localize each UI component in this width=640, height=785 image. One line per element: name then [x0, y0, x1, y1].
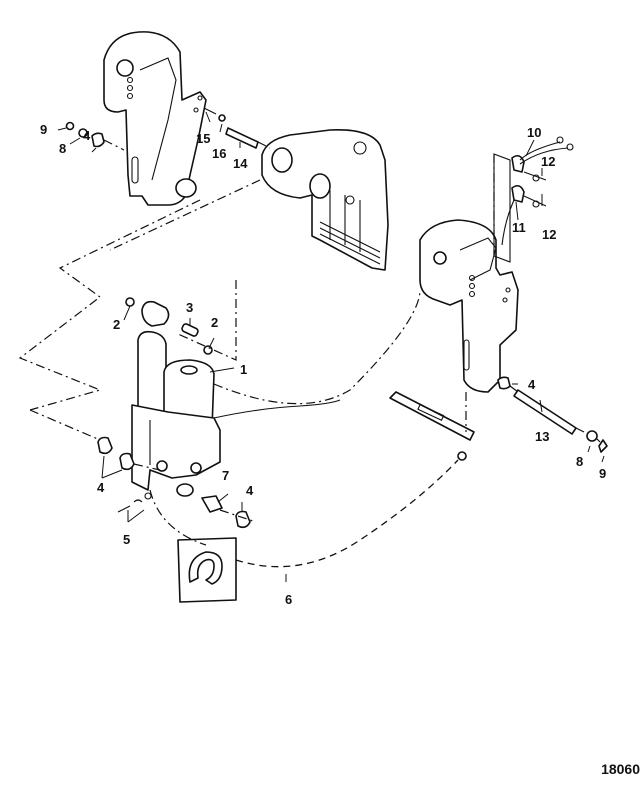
- callout-9: 9: [40, 122, 47, 137]
- callout-6: 6: [285, 592, 292, 607]
- trim-sender-assembly: [493, 136, 574, 263]
- callout-8: 8: [576, 454, 583, 469]
- callout-5: 5: [123, 532, 130, 547]
- callout-4: 4: [246, 483, 254, 498]
- callout-12: 12: [542, 227, 556, 242]
- swivel-bracket: [261, 128, 389, 271]
- callout-2: 2: [211, 315, 218, 330]
- figure-number: 18060: [601, 761, 640, 777]
- small-parts: [65, 107, 608, 603]
- callout-15: 15: [196, 131, 210, 146]
- callout-10: 10: [527, 125, 541, 140]
- right-transom-bracket: [419, 219, 519, 393]
- callout-9: 9: [599, 466, 606, 481]
- callout-8: 8: [59, 141, 66, 156]
- leader-lines: [57, 111, 605, 582]
- left-transom-bracket: [103, 31, 207, 206]
- callout-16: 16: [212, 146, 226, 161]
- callout-12: 12: [541, 154, 555, 169]
- callout-13: 13: [535, 429, 549, 444]
- callout-7: 7: [222, 468, 229, 483]
- callout-3: 3: [186, 300, 193, 315]
- callout-1: 1: [240, 362, 247, 377]
- callout-4: 4: [83, 128, 91, 143]
- callout-4: 4: [528, 377, 536, 392]
- assembly-lines: [18, 139, 601, 568]
- callout-14: 14: [233, 156, 248, 171]
- callout-2: 2: [113, 317, 120, 332]
- callout-4: 4: [97, 480, 105, 495]
- callout-11: 11: [512, 220, 526, 235]
- callouts: 1 2 2 3 4 4 4 4 5 6 7 8 8 9 9 10 11 12 1…: [40, 122, 606, 607]
